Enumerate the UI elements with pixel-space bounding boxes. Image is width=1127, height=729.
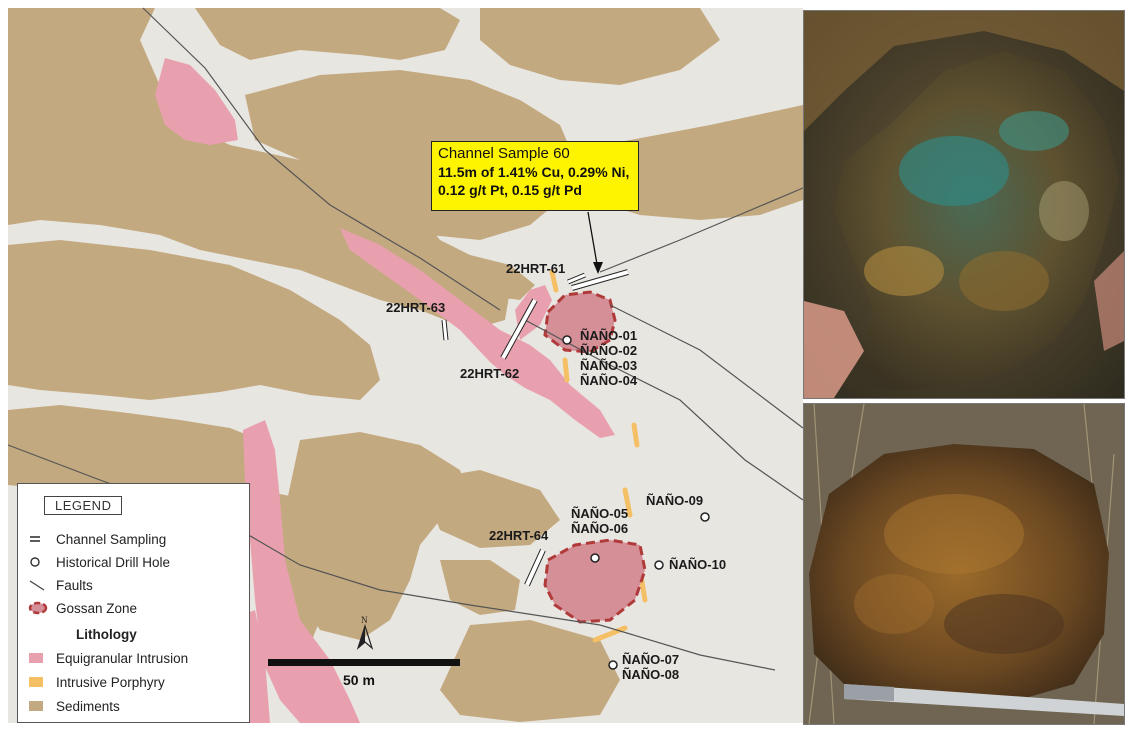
channel-22hrt-64[interactable] [524,548,546,587]
rock-photo-2-image [804,404,1124,724]
porphyry-swatch-icon [28,676,56,688]
drill-hole-icon [28,555,56,569]
sediment-bottom [440,620,620,722]
porphyry-2 [562,357,570,383]
legend-lithology-heading: Lithology [76,626,137,642]
legend-row-channel: Channel Sampling [28,529,166,549]
legend-row-porphyry: Intrusive Porphyry [28,672,165,692]
callout-line-1: 11.5m of 1.41% Cu, 0.29% Ni, [438,164,630,180]
legend-row-sediments: Sediments [28,696,120,716]
callout-line-2: 0.12 g/t Pt, 0.15 g/t Pd [438,182,582,198]
intrusion-small [515,285,552,340]
legend-label-drill: Historical Drill Hole [56,554,171,570]
channel-samples[interactable] [441,269,629,587]
porphyry-6 [592,625,628,643]
label-nano-01: ÑAÑO-01 [580,328,637,343]
legend-label-porphyry: Intrusive Porphyry [56,674,165,690]
sediment-west [8,240,380,400]
legend-label-sediments: Sediments [56,698,120,714]
legend-label-equigranular: Equigranular Intrusion [56,650,189,666]
label-22hrt-61: 22HRT-61 [506,261,565,276]
fault-2[interactable] [524,319,804,501]
scale-bar [268,659,460,666]
scale-label: 50 m [343,672,375,688]
fault-1[interactable] [142,7,501,311]
porphyry-1 [549,269,559,293]
label-nano-03: ÑAÑO-03 [580,358,637,373]
intrusion-nw [155,58,238,145]
svg-text:N: N [361,615,368,625]
label-nano-02: ÑAÑO-02 [580,343,637,358]
connector-line-top [599,187,804,273]
rock-photo-malachite[interactable] [803,10,1125,399]
fault-line-icon [28,578,56,592]
legend-row-equigranular: Equigranular Intrusion [28,648,188,668]
sediment-north [195,8,460,60]
sediment-ne [480,8,720,85]
legend-row-faults: Faults [28,575,93,595]
intrusion-south [243,420,360,723]
legend-label-channel: Channel Sampling [56,531,167,547]
sediments-swatch-icon [28,700,56,712]
intrusion-dyke [340,228,615,438]
channel-sample-callout[interactable]: Channel Sample 60 11.5m of 1.41% Cu, 0.2… [431,141,639,211]
callout-arrow-head [593,262,603,274]
legend-label-gossan: Gossan Zone [56,600,138,616]
gossan-zone-icon [28,601,56,615]
label-nano-10: ÑAÑO-10 [669,557,726,572]
porphyry-units [549,269,648,643]
north-arrow-icon: N [356,615,374,650]
callout-arrow-line [587,211,599,271]
label-nano-04: ÑAÑO-04 [580,373,638,388]
drill-hole-05-06[interactable] [590,553,600,563]
drill-holes[interactable] [562,335,710,670]
drill-hole-10[interactable] [654,560,664,570]
channel-22hrt-63[interactable] [441,319,449,341]
sediment-sw [8,405,265,500]
label-nano-07: ÑAÑO-07 [622,652,679,667]
channel-22hrt-62[interactable] [500,298,538,360]
label-nano-05: ÑAÑO-05 [571,506,628,521]
legend-title: LEGEND [44,496,123,515]
drill-hole-09[interactable] [700,512,710,522]
label-22hrt-63: 22HRT-63 [386,300,445,315]
legend-row-gossan: Gossan Zone [28,598,137,618]
sediment-small [430,255,535,300]
label-nano-08: ÑAÑO-08 [622,667,679,682]
legend-label-faults: Faults [56,577,93,593]
rock-photo-oxidized[interactable] [803,403,1125,725]
gossan-zone-south[interactable] [543,538,647,624]
drill-hole-07-08[interactable] [608,660,618,670]
label-nano-06: ÑAÑO-06 [571,521,628,536]
label-22hrt-62: 22HRT-62 [460,366,519,381]
legend: LEGEND Channel Sampling Historical Drill… [17,483,250,723]
callout-title: Channel Sample 60 [438,145,570,162]
equigranular-swatch-icon [28,652,56,664]
channel-22hrt-61[interactable] [567,269,629,291]
rock-photo-1-image [804,11,1124,398]
legend-row-drill: Historical Drill Hole [28,552,170,572]
sediment-south2 [420,470,560,548]
gossan-zone-north[interactable] [543,290,617,354]
drill-hole-01-04[interactable] [562,335,572,345]
label-22hrt-64: 22HRT-64 [489,528,549,543]
porphyry-4 [622,487,633,518]
label-nano-09: ÑAÑO-09 [646,493,703,508]
porphyry-3 [631,422,640,448]
connector-line-bottom [609,304,804,429]
channel-sampling-icon [28,534,56,544]
sediment-south3 [440,560,520,615]
